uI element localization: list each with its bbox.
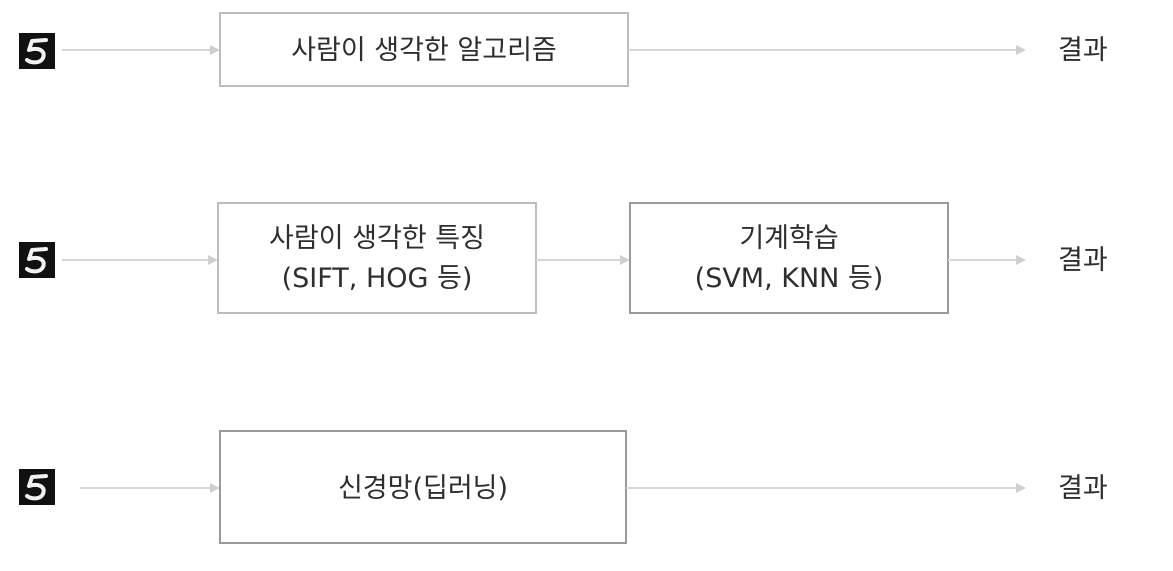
pipeline-row-feature-ml: 사람이 생각한 특징 (SIFT, HOG 등) 기계학습 (SVM, KNN … (19, 202, 1108, 314)
arrow-input-to-neural-network (80, 483, 220, 493)
digit-five-icon (19, 33, 55, 69)
arrow-ml-to-result (948, 255, 1026, 265)
pipeline-row-algorithm: 사람이 생각한 알고리즘 결과 (19, 12, 1108, 87)
algorithm-box-label: 사람이 생각한 알고리즘 (291, 35, 557, 66)
neural-network-box-label: 신경망(딥러닝) (338, 473, 508, 504)
machine-learning-box: 기계학습 (SVM, KNN 등) (629, 202, 949, 314)
digit-five-icon (19, 242, 55, 278)
arrow-input-to-algorithm (62, 45, 220, 55)
arrow-algorithm-to-result (628, 45, 1026, 55)
machine-learning-box-line-1: 기계학습 (739, 223, 838, 254)
arrow-neural-network-to-result (626, 483, 1026, 493)
result-label: 결과 (1058, 245, 1108, 276)
result-label: 결과 (1058, 35, 1108, 66)
algorithm-box: 사람이 생각한 알고리즘 (219, 12, 629, 87)
machine-learning-box-line-2: (SVM, KNN 등) (695, 263, 884, 294)
arrow-features-to-ml (536, 255, 630, 265)
neural-network-box: 신경망(딥러닝) (219, 430, 627, 544)
feature-box: 사람이 생각한 특징 (SIFT, HOG 등) (217, 202, 537, 314)
pipeline-row-deep-learning: 신경망(딥러닝) 결과 (19, 430, 1108, 544)
feature-box-line-1: 사람이 생각한 특징 (269, 223, 485, 254)
feature-box-line-2: (SIFT, HOG 등) (282, 263, 473, 294)
result-label: 결과 (1058, 473, 1108, 504)
digit-five-icon (19, 469, 55, 505)
arrow-input-to-features (62, 255, 218, 265)
